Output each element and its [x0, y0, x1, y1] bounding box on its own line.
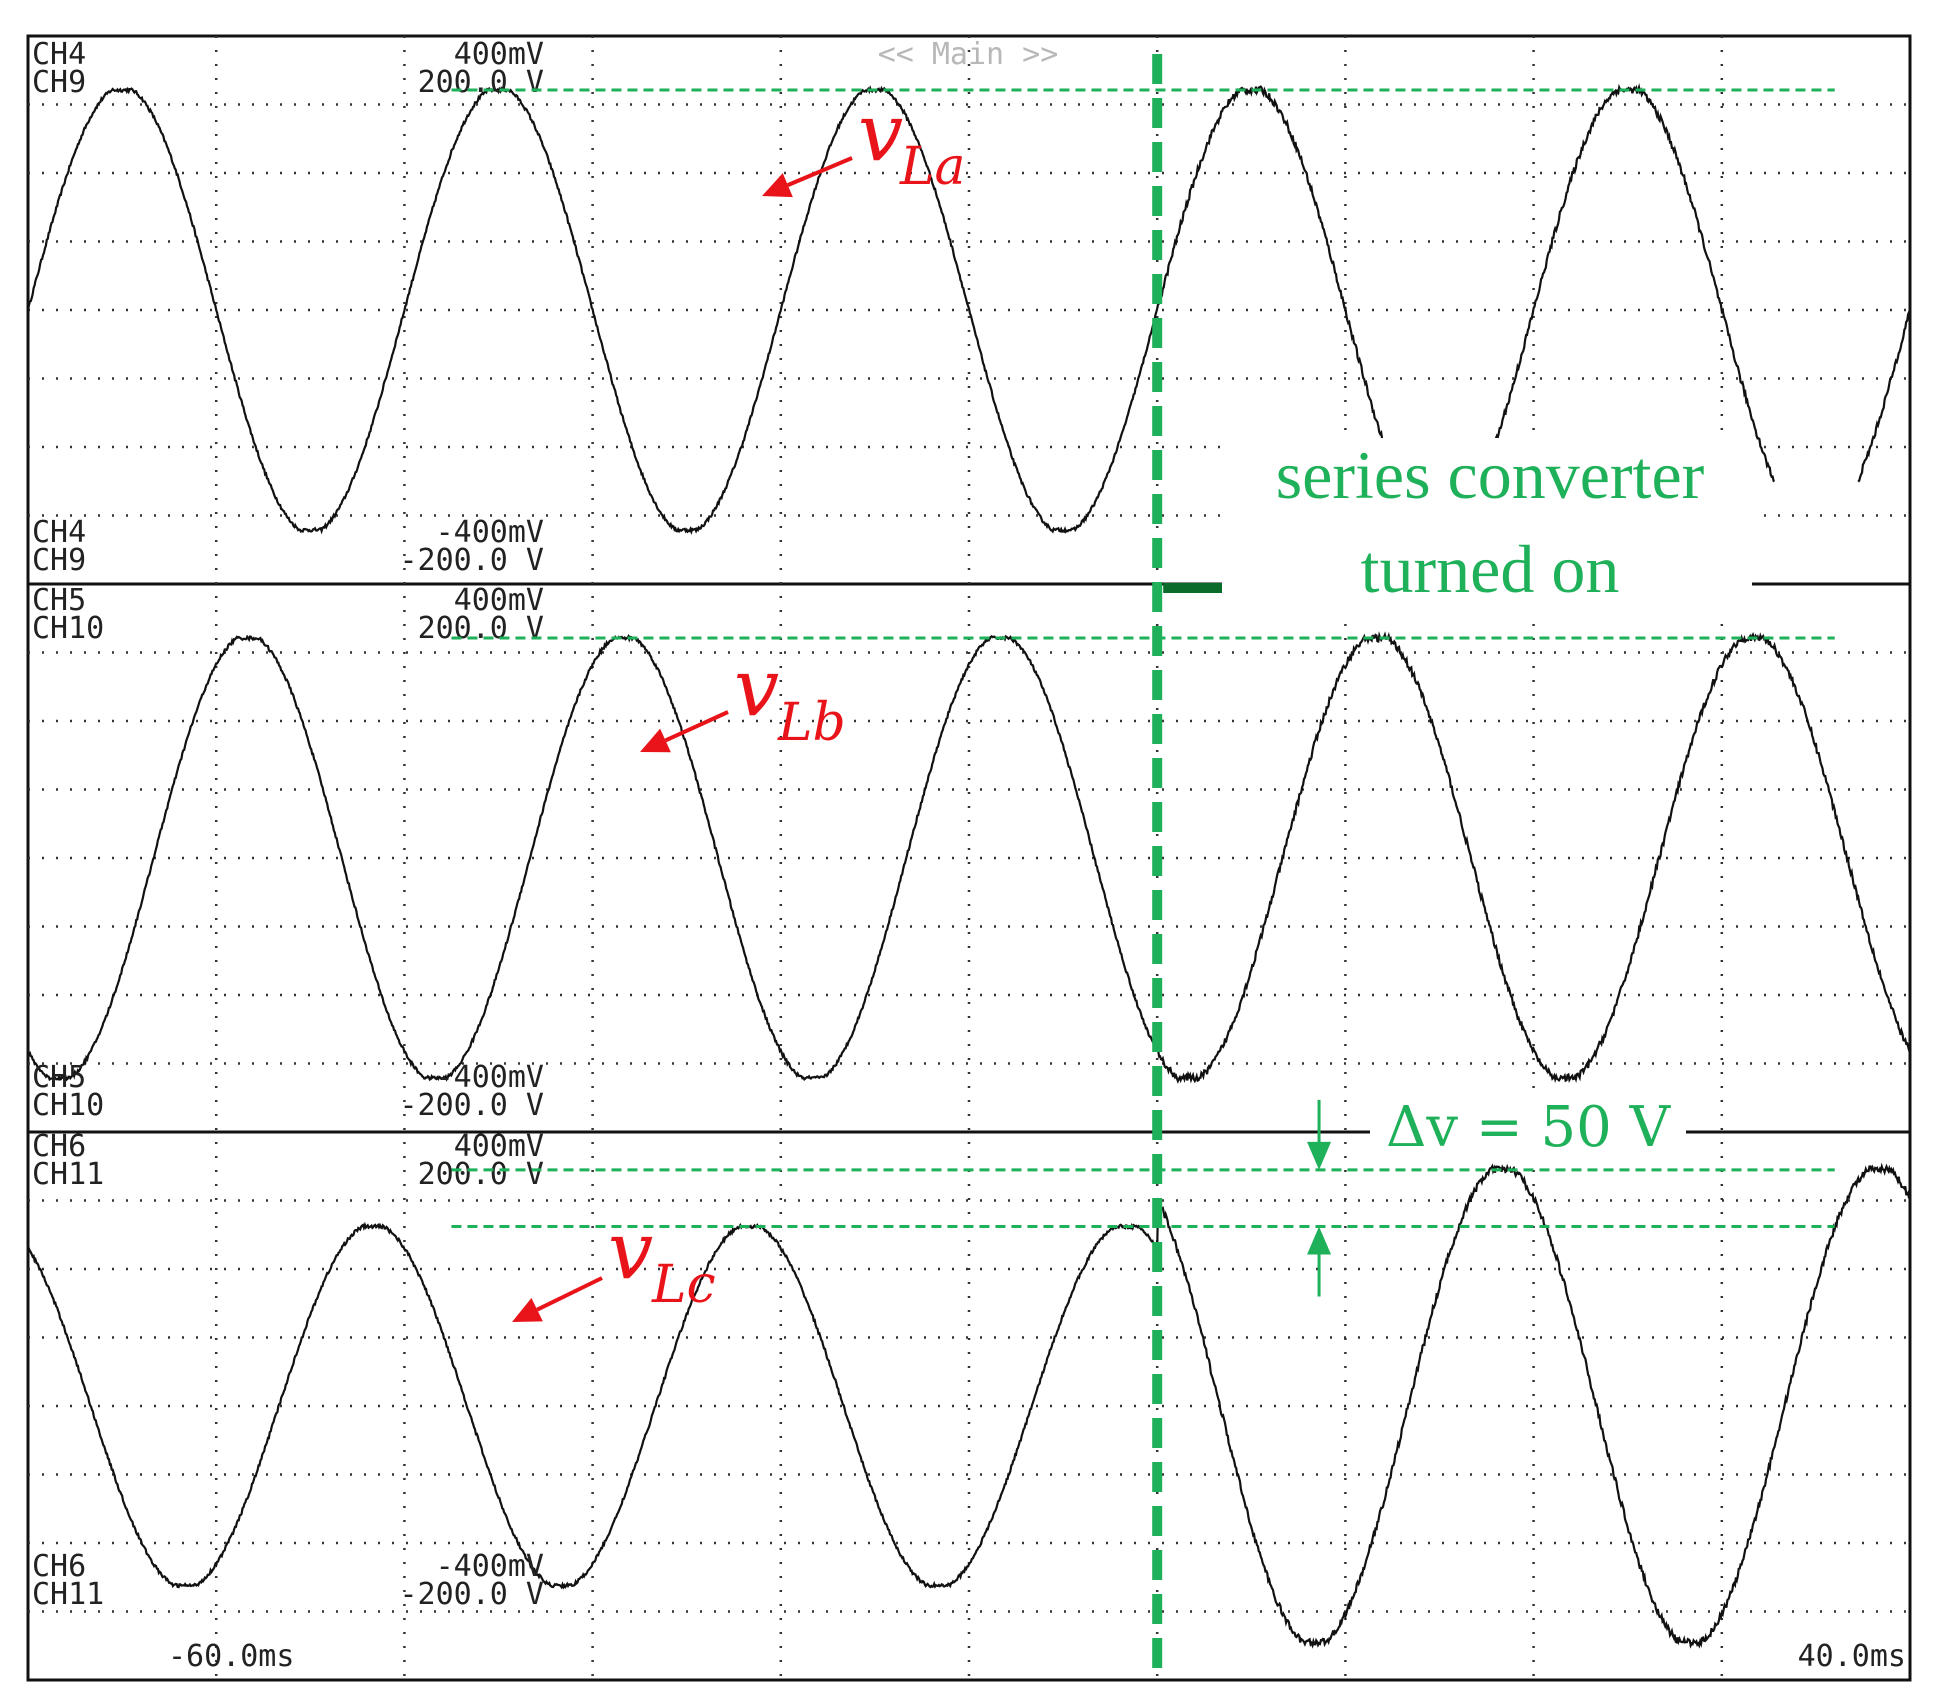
pointer-arrow-vLc: [536, 1276, 603, 1312]
trace-vLa: [1481, 83, 1776, 483]
panel1-channel-a-bottom: CH4: [32, 515, 86, 550]
panel3-scale-b-bottom: -200.0 V: [400, 1577, 545, 1612]
switch-annotation-line2: turned on: [1361, 531, 1620, 607]
trace-vLb: [26, 631, 1912, 1084]
annotation-layer: v La v Lb v Lc series converter turned on…: [451, 54, 1835, 1680]
panel3-scale-a-top: 400mV: [454, 1129, 544, 1164]
label-vLc: v Lc: [608, 1204, 716, 1315]
panel2-channel-a-bottom: CH5: [32, 1060, 86, 1095]
pointer-arrow-vLb: [664, 710, 729, 743]
pointer-arrowhead-vLb: [640, 728, 671, 753]
time-start-label: -60.0ms: [168, 1639, 294, 1674]
panel2-scale-a-bottom: -400mV: [436, 1060, 544, 1095]
panel3-channel-b-top: CH11: [32, 1157, 104, 1192]
panel1-channel-b-top: CH9: [32, 65, 86, 100]
grid-layer: [26, 34, 1912, 1682]
panel2-scale-b-bottom: -200.0 V: [400, 1088, 545, 1123]
label-vLa-sub: La: [899, 137, 966, 197]
main-tag: << Main >>: [878, 37, 1059, 72]
panel1-channel-b-bottom: CH9: [32, 543, 86, 578]
delta-label-backdrop: [1370, 1090, 1686, 1160]
trace-layer: [26, 83, 1912, 1649]
pointer-arrowhead-vLc: [512, 1298, 543, 1322]
panel2-channel-b-bottom: CH10: [32, 1088, 104, 1123]
pointer-arrowhead-vLa: [762, 173, 793, 198]
label-vLc-sub: Lc: [651, 1255, 716, 1315]
panel3-channel-a-bottom: CH6: [32, 1549, 86, 1584]
trace-vLa: [1857, 309, 1912, 483]
panel3-channel-a-top: CH6: [32, 1129, 86, 1164]
delta-v-label: Δv = 50 V: [1386, 1095, 1672, 1160]
scope-frame: [26, 34, 1912, 1682]
panel3-channel-b-bottom: CH11: [32, 1577, 104, 1612]
label-vLa-main: v: [858, 86, 903, 179]
switch-annotation-line1: series converter: [1276, 437, 1705, 513]
panel1-channel-a-top: CH4: [32, 37, 86, 72]
pointer-arrow-vLa: [787, 156, 853, 187]
label-layer: << Main >> CH4 CH9 400mV 200.0 V CH4 CH9…: [32, 37, 1906, 1674]
panel3-scale-a-bottom: -400mV: [436, 1549, 544, 1584]
annotation-backdrop: [1222, 438, 1752, 614]
panel2-channel-b-top: CH10: [32, 611, 104, 646]
panel1-scale-a-bottom: -400mV: [436, 515, 544, 550]
label-vLb: v Lb: [734, 641, 846, 753]
trace-vLc: [27, 1162, 1912, 1649]
panel3-scale-b-top: 200.0 V: [418, 1157, 544, 1192]
panel2-scale-a-top: 400mV: [454, 583, 544, 618]
time-end-label: 40.0ms: [1798, 1639, 1906, 1674]
delta-arrow-up-head: [1307, 1226, 1332, 1255]
trace-vLa: [26, 85, 1399, 536]
label-vLb-main: v: [734, 641, 779, 734]
label-vLb-sub: Lb: [777, 693, 846, 753]
label-vLc-main: v: [608, 1204, 653, 1297]
panel1-scale-b-bottom: -200.0 V: [400, 543, 545, 578]
panel1-scale-a-top: 400mV: [454, 37, 544, 72]
panel1-scale-b-top: 200.0 V: [418, 65, 544, 100]
panel2-channel-a-top: CH5: [32, 583, 86, 618]
label-vLa: v La: [858, 86, 966, 197]
panel2-scale-b-top: 200.0 V: [418, 611, 544, 646]
delta-arrow-down-head: [1307, 1141, 1332, 1170]
